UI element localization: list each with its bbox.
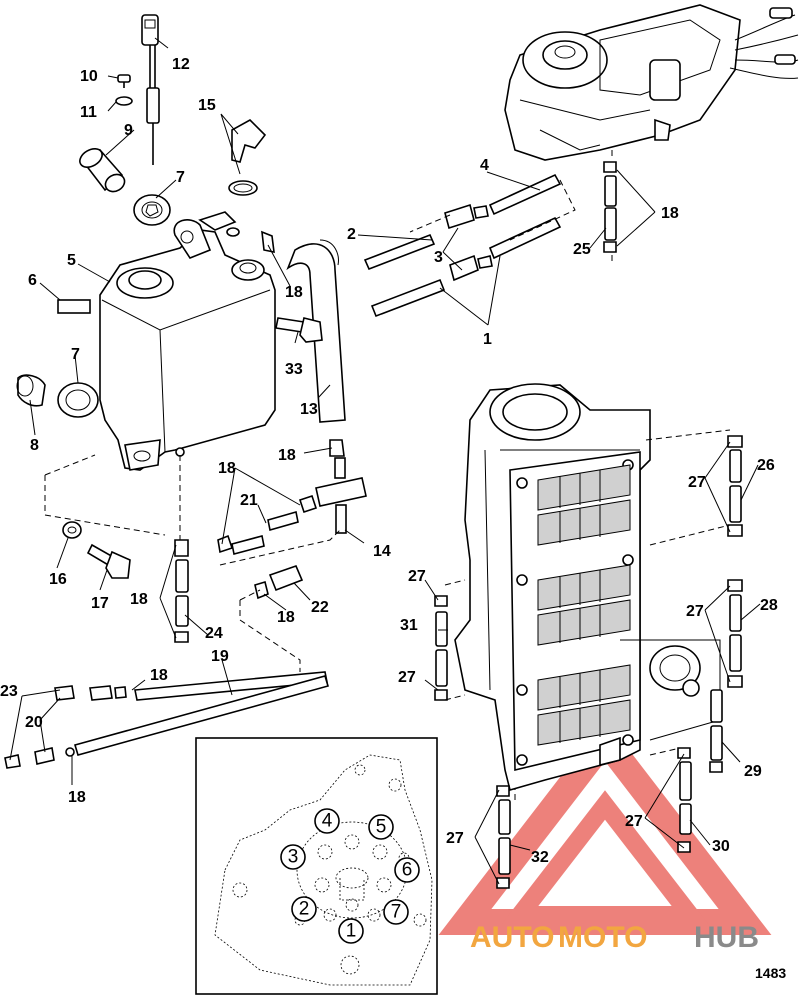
mount-washer-bolt (62, 521, 131, 579)
callout-4: 4 (480, 157, 489, 174)
bolt (275, 317, 323, 343)
callout-2: 2 (347, 226, 356, 243)
reed-valve-grilles (537, 464, 631, 746)
watermark-moto: MOTO (558, 921, 647, 954)
callout-27-f: 27 (446, 830, 464, 847)
inset-label-6: 6 (402, 860, 413, 881)
grommet (79, 148, 126, 193)
callout-labels: 12 10 11 9 15 7 18 5 6 33 13 7 8 16 17 1… (0, 56, 778, 866)
screw-and-washer (115, 74, 133, 106)
callout-18-lower: 18 (150, 667, 168, 684)
callout-7-lower: 7 (71, 346, 80, 363)
oil-hose-short (174, 539, 189, 643)
vent-fitting (228, 119, 267, 196)
callout-18-left: 18 (130, 591, 148, 608)
watermark-auto: AUTO (470, 921, 554, 954)
callout-24: 24 (205, 625, 223, 642)
inset-label-1: 1 (346, 921, 357, 942)
inset-label-7: 7 (391, 902, 402, 923)
vapor-hose (603, 161, 617, 253)
callout-18-tee: 18 (278, 447, 296, 464)
inset-label-5: 5 (376, 817, 387, 838)
callout-9: 9 (124, 122, 133, 139)
callout-11: 11 (80, 104, 97, 121)
drain-plug-lower (16, 374, 99, 418)
callout-18-bottom: 18 (68, 789, 86, 806)
callout-13: 13 (300, 401, 318, 418)
callout-15: 15 (198, 97, 216, 114)
inset-label-2: 2 (299, 899, 310, 920)
callout-32: 32 (531, 849, 549, 866)
callout-12: 12 (172, 56, 190, 73)
callout-7-upper: 7 (176, 169, 185, 186)
fill-plug-upper (133, 194, 171, 226)
callout-29: 29 (744, 763, 762, 780)
callout-6: 6 (28, 272, 37, 289)
callout-17: 17 (91, 595, 109, 612)
inset-label-3: 3 (288, 847, 299, 868)
bleed-hoses (434, 435, 743, 889)
callout-20: 20 (25, 714, 43, 731)
callout-21: 21 (240, 492, 258, 509)
inset-bolt-number-6: 6 (394, 857, 420, 883)
callout-1: 1 (483, 331, 492, 348)
callout-26: 26 (757, 457, 775, 474)
callout-16: 16 (49, 571, 67, 588)
tee-fitting (298, 439, 367, 534)
callout-27-a: 27 (688, 474, 706, 491)
diagram-number: 1483 (755, 965, 786, 981)
leader-lines (9, 37, 761, 885)
callout-5: 5 (67, 252, 76, 269)
inset-bolt-number-1: 1 (338, 918, 364, 944)
inset-bolt-number-5: 5 (368, 814, 394, 840)
oil-tank (99, 211, 276, 471)
callout-18-right: 18 (661, 205, 679, 222)
callout-14: 14 (373, 543, 391, 560)
callout-25: 25 (573, 241, 591, 258)
assembly-lines (44, 150, 731, 800)
callout-18-valve: 18 (277, 609, 295, 626)
watermark-logo (438, 718, 772, 935)
callout-22: 22 (311, 599, 329, 616)
callout-23: 23 (0, 683, 18, 700)
callout-8: 8 (30, 437, 39, 454)
inset-label-4: 4 (322, 811, 333, 832)
inset-bolt-number-4: 4 (314, 808, 340, 834)
callout-18-tank: 18 (285, 284, 303, 301)
callout-31: 31 (400, 617, 418, 634)
callout-10: 10 (80, 68, 98, 85)
inset-bolt-number-3: 3 (280, 844, 306, 870)
callout-19: 19 (211, 648, 229, 665)
hose-clamp (261, 230, 275, 254)
callout-3: 3 (434, 249, 443, 266)
callout-27-d: 27 (686, 603, 704, 620)
fuel-hoses-upper (363, 173, 562, 318)
callout-27-b: 27 (408, 568, 426, 585)
callout-27-c: 27 (398, 669, 416, 686)
callout-33: 33 (285, 361, 303, 378)
callout-18-mid: 18 (218, 460, 236, 477)
watermark-text: AUTO MOTO HUB (470, 921, 759, 954)
decal (57, 299, 91, 314)
inset-bolt-number-2: 2 (291, 896, 317, 922)
watermark-hub: HUB (694, 921, 759, 954)
check-valve (254, 565, 304, 600)
callout-27-e: 27 (625, 813, 643, 830)
callout-28: 28 (760, 597, 778, 614)
connector-hose (217, 510, 299, 555)
inset-bolt-number-7: 7 (383, 899, 409, 925)
fuel-lines-lower (4, 671, 330, 769)
oil-level-sensor (141, 14, 160, 165)
throttle-body-assembly (504, 4, 799, 161)
callout-30: 30 (712, 838, 730, 855)
